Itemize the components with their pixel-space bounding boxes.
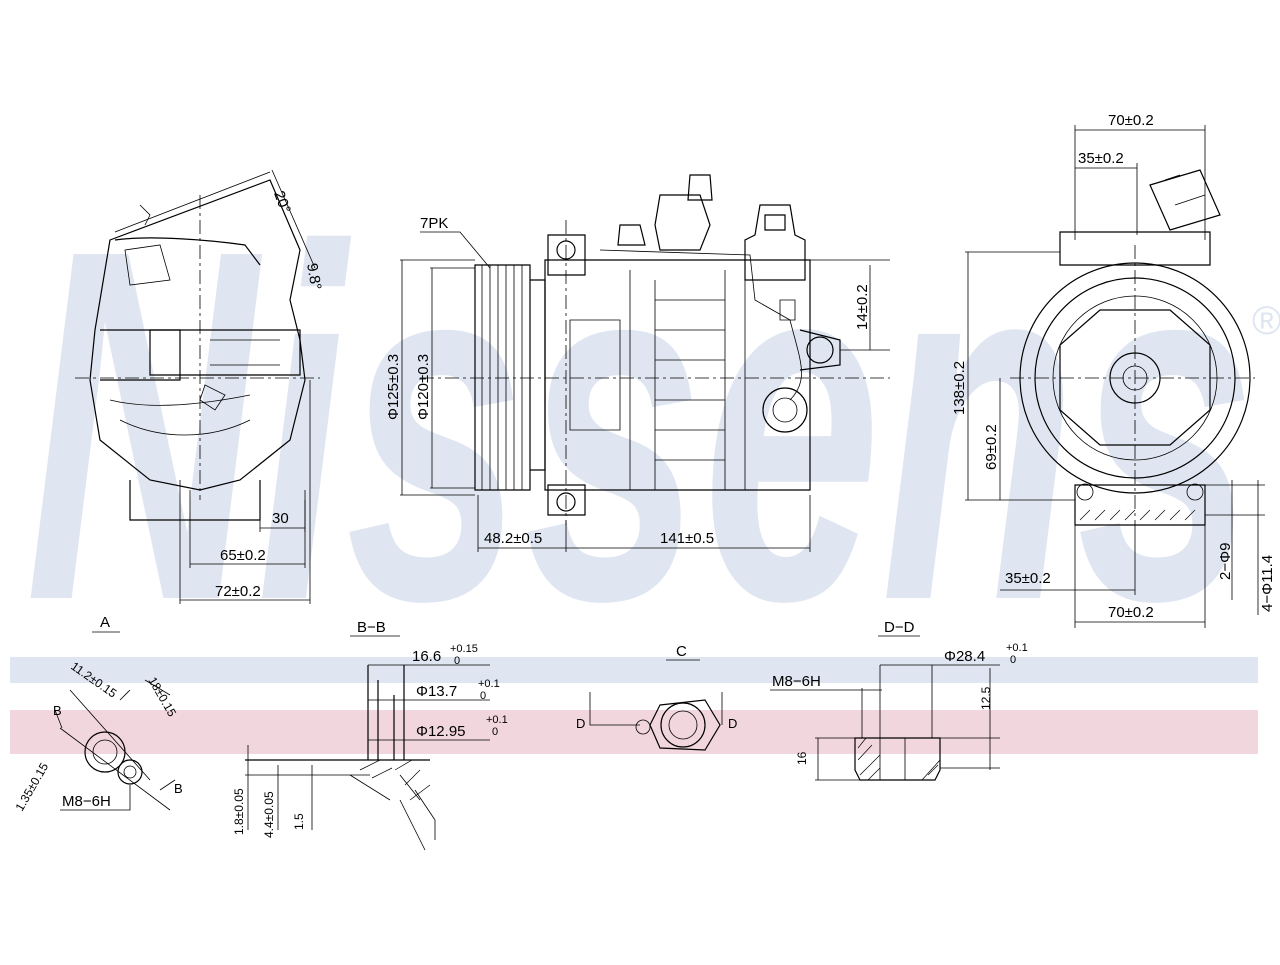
dim-14-label: 14±0.2 xyxy=(854,284,871,330)
detail-bb: B−B 16.6 +0.15 0 Φ13.7 +0.1 0 Φ12.95 +0.… xyxy=(232,619,508,851)
bb-d1-tol-lo: 0 xyxy=(454,655,460,667)
bb-d3-tol-up: +0.1 xyxy=(486,714,508,726)
angle-98-label: 9.8° xyxy=(303,262,324,291)
bb-d1: 16.6 xyxy=(412,648,441,665)
top-35-label: 35±0.2 xyxy=(1078,150,1124,167)
bb-v2: 4.4±0.05 xyxy=(262,791,276,838)
section-mark-d-right: D xyxy=(728,716,737,731)
dd-dia: Φ28.4 xyxy=(944,648,985,665)
detail-dd-title: D−D xyxy=(884,619,915,636)
detail-bb-title: B−B xyxy=(357,619,386,636)
dd-dim-12: 12.5 xyxy=(979,686,993,710)
bb-v1: 1.8±0.05 xyxy=(232,788,246,835)
belt-type-label: 7PK xyxy=(420,215,448,232)
detail-dd: D−D M8−6H Φ28.4 +0.1 0 12.5 16 xyxy=(770,619,1028,781)
angle-20-label: 20° xyxy=(270,189,294,216)
top-70-label: 70±0.2 xyxy=(1108,112,1154,129)
watermark-band-pink xyxy=(10,710,1258,754)
dd-dim-16: 16 xyxy=(795,751,809,765)
dia-120-label: Φ120±0.3 xyxy=(415,354,432,420)
holes-2-label: 2−Φ9 xyxy=(1217,543,1234,580)
detail-a-thread: M8−6H xyxy=(62,793,111,810)
bot-35-label: 35±0.2 xyxy=(1005,570,1051,587)
bb-d3: Φ12.95 xyxy=(416,723,466,740)
bb-d2: Φ13.7 xyxy=(416,683,457,700)
bb-d3-tol-lo: 0 xyxy=(492,726,498,738)
dim-69-label: 69±0.2 xyxy=(983,424,1000,470)
bb-d2-tol-up: +0.1 xyxy=(478,678,500,690)
detail-a-title: A xyxy=(100,614,110,631)
dia-125-label: Φ125±0.3 xyxy=(385,354,402,420)
dim-48-label: 48.2±0.5 xyxy=(484,530,542,547)
right-end-view: 70±0.2 35±0.2 138±0.2 69±0.2 35±0.2 70±0… xyxy=(951,112,1276,628)
dd-thread: M8−6H xyxy=(772,673,821,690)
dd-dia-tol-lo: 0 xyxy=(1010,654,1016,666)
dd-dia-tol-up: +0.1 xyxy=(1006,642,1028,654)
detail-c: C D D xyxy=(576,643,737,751)
dim-135-label: 1.35±0.15 xyxy=(12,760,51,813)
registered-mark: ® xyxy=(1252,299,1280,343)
dim-138-label: 138±0.2 xyxy=(951,361,968,415)
left-side-view: 20° 9.8° 30 65±0.2 72±0.2 xyxy=(75,169,324,604)
front-view: Φ125±0.3 Φ120±0.3 14±0.2 48.2±0.5 141±0.… xyxy=(385,174,890,552)
dim-141-label: 141±0.5 xyxy=(660,530,714,547)
bb-d2-tol-lo: 0 xyxy=(480,690,486,702)
bot-70-label: 70±0.2 xyxy=(1108,604,1154,621)
dim-72-label: 72±0.2 xyxy=(215,583,261,600)
bb-v3: 1.5 xyxy=(292,813,306,830)
bb-d1-tol-up: +0.15 xyxy=(450,643,478,655)
section-mark-d-left: D xyxy=(576,716,585,731)
section-mark-b-1: B xyxy=(53,703,62,718)
holes-4-label: 4−Φ11.4 xyxy=(1259,555,1276,612)
dim-65-label: 65±0.2 xyxy=(220,547,266,564)
section-mark-b-2: B xyxy=(174,781,183,796)
watermark-band-blue xyxy=(10,657,1258,683)
watermark-text: Nissens xyxy=(25,145,1255,704)
dim-30-label: 30 xyxy=(272,510,289,527)
detail-c-title: C xyxy=(676,643,687,660)
